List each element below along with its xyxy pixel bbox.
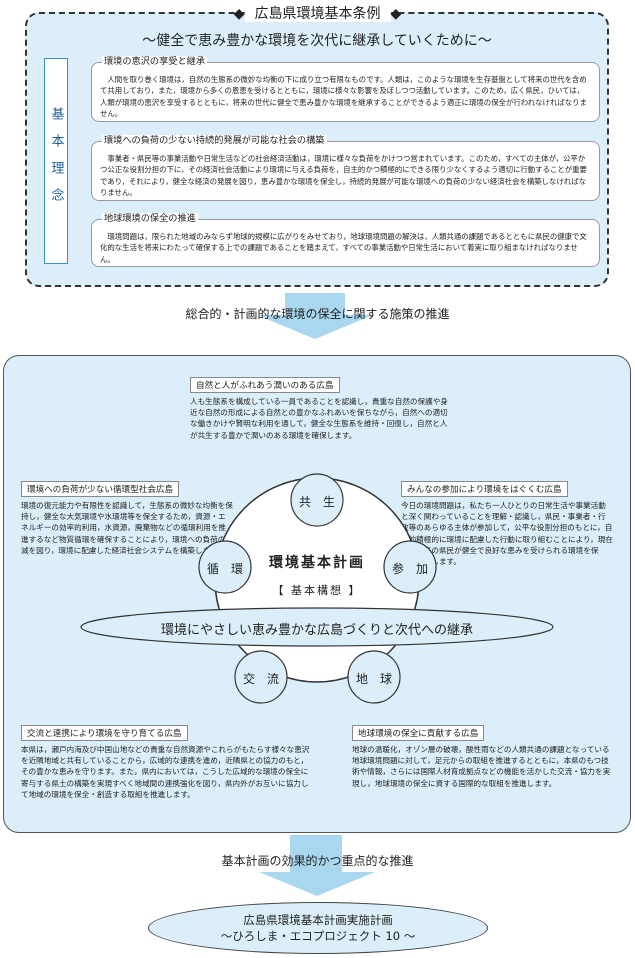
- plan-slogan: 環境にやさしい恵み豊かな広島づくりと次代への継承: [160, 623, 473, 638]
- plan-center-title: 環境基本計画: [269, 555, 365, 571]
- diamond-left-icon: ◆: [233, 6, 245, 22]
- node-kyosei-label: 共 生: [298, 495, 335, 509]
- principle-box-2: 環境への負荷の少ない持続的発展が可能な社会の構築 事業者・県民等の事業活動や日常…: [91, 135, 600, 201]
- ordinance-subtitle: ～健全で恵み豊かな環境を次代に継承していくために～: [142, 33, 492, 49]
- principle-box-3: 地球環境の保全の推進 環境問題は，限られた地域のみならず地球的規模に広がりをみせ…: [91, 213, 600, 267]
- goal-nature-title: 自然と人がふれあう潤いのある広島: [190, 377, 340, 393]
- node-junkan-label: 循 環: [206, 562, 243, 576]
- arrow1-label: 総合的・計画的な環境の保全に関する施策の推進: [185, 307, 450, 321]
- down-arrow-icon: [290, 835, 342, 873]
- basic-principles-label: 基本理念: [44, 58, 68, 264]
- goal-recycle-text: 環境の復元能力や有限性を認識して，生態系の微妙な均衡を保持し，健全な大気環境や水…: [21, 501, 233, 555]
- principle-title: 環境の恵沢の享受と継承: [102, 56, 208, 68]
- down-arrow-icon: [285, 293, 345, 315]
- principle-text: 人間を取り巻く環境は，自然の生態系の微妙な均衡の下に成り立つ有限なものです。人類…: [100, 75, 587, 119]
- principle-text: 環境問題は，限られた地域のみならず地球的規模に広がりをみせており，地球環境問題の…: [100, 232, 587, 264]
- node-sanka: [383, 540, 437, 594]
- node-koryu: [234, 650, 288, 704]
- down-arrow-head: [257, 315, 373, 339]
- principle-box-1: 環境の恵沢の享受と継承 人間を取り巻く環境は，自然の生態系の微妙な均衡の下に成り…: [91, 56, 600, 122]
- node-chikyu-label: 地 球: [355, 672, 392, 686]
- implementation-line1: 広島県環境基本計画実施計画: [243, 913, 393, 927]
- implementation-line2: ～ひろしま・エコプロジェクト 10 ～: [220, 929, 416, 943]
- down-arrow-head: [259, 872, 375, 896]
- goal-participation-title: みんなの参加により環境をはぐくむ広島: [401, 481, 568, 497]
- principle-text: 事業者・県民等の事業活動や日常生活などの社会経済活動は，環境に様々な負荷をかけつ…: [100, 154, 587, 198]
- principle-title: 地球環境の保全の推進: [102, 213, 198, 225]
- principle-title: 環境への負荷の少ない持続的発展が可能な社会の構築: [102, 135, 327, 147]
- goal-nature-text: 人も生態系を構成している一員であることを認識し，貴重な自然の保護や身近な自然の形…: [190, 397, 448, 440]
- ordinance-title: ◆広島県環境基本条例◆: [233, 6, 402, 22]
- slogan-ellipse: [80, 607, 554, 647]
- goal-global-text: 地球の温暖化，オゾン層の破壊，酸性雨などの人類共通の課題となっている地球環境問題…: [352, 745, 611, 788]
- plan-center-subtitle: 【 基本構想 】: [272, 584, 362, 597]
- goal-exchange-text: 本県は，瀬戸内海及び中国山地などの貴重な自然資源やこれらがもたらす様々な恵沢を近…: [21, 745, 310, 799]
- goal-exchange-title: 交流と連携により環境を守り育てる広島: [21, 725, 188, 741]
- node-koryu-label: 交 流: [242, 672, 279, 686]
- arrow2-label: 基本計画の効果的かつ重点的な推進: [221, 854, 414, 868]
- node-sanka-label: 参 加: [391, 562, 428, 576]
- goal-recycle-title: 環境への負荷が少ない循環型社会広島: [21, 481, 180, 497]
- goal-global-title: 地球環境の保全に貢献する広島: [352, 725, 485, 741]
- implementation-plan: 広島県環境基本計画実施計画 ～ひろしま・エコプロジェクト 10 ～: [148, 902, 488, 954]
- node-junkan: [198, 540, 252, 594]
- node-kyosei: [290, 473, 344, 527]
- diamond-right-icon: ◆: [390, 6, 402, 22]
- node-chikyu: [347, 650, 401, 704]
